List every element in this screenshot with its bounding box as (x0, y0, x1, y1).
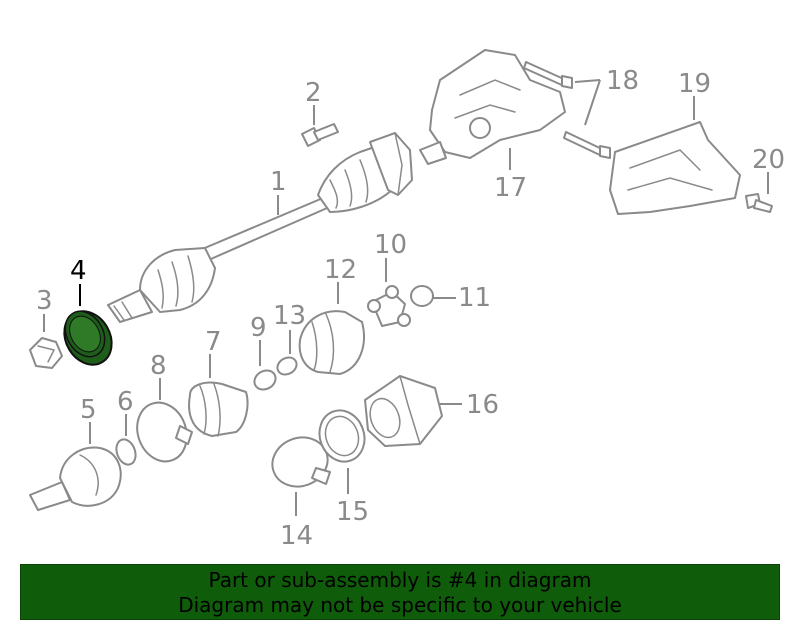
callout-11: 11 (458, 283, 491, 313)
leader-lines (43, 79, 769, 516)
part-15-seal (318, 409, 366, 463)
callout-6: 6 (117, 387, 134, 417)
banner-line-disclaimer: Diagram may not be specific to your vehi… (178, 593, 622, 617)
callout-1: 1 (270, 167, 287, 197)
callout-8: 8 (150, 351, 167, 381)
part-18-long-bolts (523, 61, 611, 159)
callout-14: 14 (280, 521, 313, 551)
part-info-banner: Part or sub-assembly is #4 in diagram Di… (20, 564, 780, 620)
callout-5: 5 (80, 395, 97, 425)
part-5-outer-cv-joint (29, 446, 122, 511)
part-19-heat-shield (609, 121, 741, 215)
part-10-tripod (367, 285, 411, 327)
part-1-axle-shaft (107, 132, 413, 323)
callout-12: 12 (324, 255, 357, 285)
part-17-differential (419, 49, 566, 165)
callout-17: 17 (494, 173, 527, 203)
part-14-clamp (271, 436, 331, 488)
part-8-large-clamp (136, 401, 193, 463)
callout-20: 20 (752, 145, 785, 175)
callout-4[interactable]: 4 (70, 256, 87, 286)
part-2-bolt (301, 123, 339, 147)
part-20-bolt (745, 193, 773, 213)
part-11-circlip (410, 285, 434, 307)
callout-labels: 1 2 3 4 5 6 7 8 9 10 11 12 13 14 15 16 1… (36, 66, 785, 551)
part-3-nut (29, 337, 63, 369)
part-7-boot (188, 381, 249, 437)
callout-19: 19 (678, 69, 711, 99)
callout-15: 15 (336, 497, 369, 527)
callout-3: 3 (36, 286, 53, 316)
part-9-ring (253, 369, 277, 391)
callout-10: 10 (374, 230, 407, 260)
part-4-seal-highlighted[interactable] (55, 303, 121, 373)
callout-16: 16 (466, 390, 499, 420)
callout-9: 9 (250, 313, 267, 343)
banner-line-part: Part or sub-assembly is #4 in diagram (208, 568, 592, 592)
part-12-inner-boot (298, 310, 365, 375)
part-6-small-clamp (115, 438, 137, 466)
parts-diagram: 1 2 3 4 5 6 7 8 9 10 11 12 13 14 15 16 1… (29, 49, 785, 551)
callout-2: 2 (305, 78, 322, 108)
callout-18: 18 (606, 66, 639, 96)
part-13-ring (276, 356, 298, 376)
callout-13: 13 (273, 301, 306, 331)
callout-7: 7 (205, 327, 222, 357)
part-16-joint-housing (364, 375, 443, 447)
